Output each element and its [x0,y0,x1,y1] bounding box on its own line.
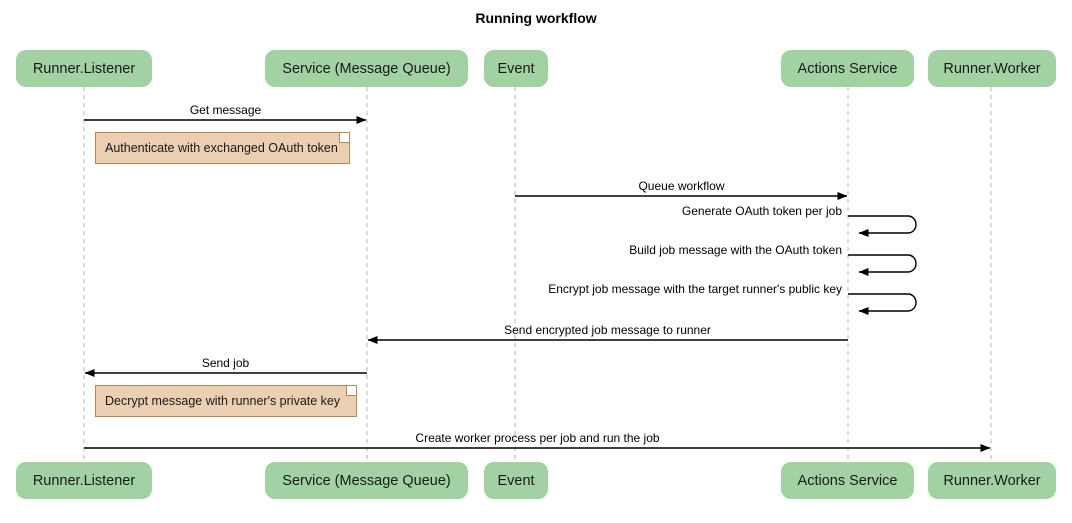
participant-label: Runner.Worker [943,472,1041,489]
participant-label: Runner.Worker [943,60,1041,77]
participant-service-mq-top[interactable]: Service (Message Queue) [265,50,468,87]
self-message-build-job-message [848,254,917,276]
participant-event-top[interactable]: Event [484,50,548,87]
participant-label: Event [497,472,535,489]
participant-label: Actions Service [797,60,898,77]
page-title: Running workflow [475,10,597,26]
participant-runner-listener-top[interactable]: Runner.Listener [16,50,152,87]
participant-label: Service (Message Queue) [282,472,451,489]
participant-runner-listener-bottom[interactable]: Runner.Listener [16,462,152,499]
note-authenticate: Authenticate with exchanged OAuth token [95,132,350,164]
message-label-send-encrypted-job: Send encrypted job message to runner [504,323,711,337]
participant-service-mq-bottom[interactable]: Service (Message Queue) [265,462,468,499]
arrows-group [84,116,991,452]
participant-label: Service (Message Queue) [282,60,451,77]
note-label: Authenticate with exchanged OAuth token [105,141,338,155]
message-label-send-job: Send job [201,356,250,370]
participant-event-bottom[interactable]: Event [484,462,548,499]
message-label-queue-workflow: Queue workflow [638,179,725,193]
participant-label: Event [497,60,535,77]
note-fold-icon [339,133,349,143]
participant-actions-service-top[interactable]: Actions Service [781,50,914,87]
participant-actions-service-bottom[interactable]: Actions Service [781,462,914,499]
note-label: Decrypt message with runner's private ke… [105,394,341,408]
message-label-encrypt-job: Encrypt job message with the target runn… [548,282,842,296]
message-label-get-message: Get message [189,103,262,117]
message-label-build-job-message: Build job message with the OAuth token [629,243,842,257]
participant-label: Runner.Listener [32,472,136,489]
participant-runner-worker-bottom[interactable]: Runner.Worker [928,462,1056,499]
message-label-create-worker: Create worker process per job and run th… [415,431,660,445]
message-label-generate-token: Generate OAuth token per job [681,204,842,218]
note-fold-icon [346,386,356,396]
participant-label: Actions Service [797,472,898,489]
note-decrypt: Decrypt message with runner's private ke… [95,385,357,417]
self-message-generate-token [848,215,917,237]
lifelines-group [83,87,992,462]
self-message-encrypt-job [848,293,917,315]
participant-runner-worker-top[interactable]: Runner.Worker [928,50,1056,87]
participant-label: Runner.Listener [32,60,136,77]
